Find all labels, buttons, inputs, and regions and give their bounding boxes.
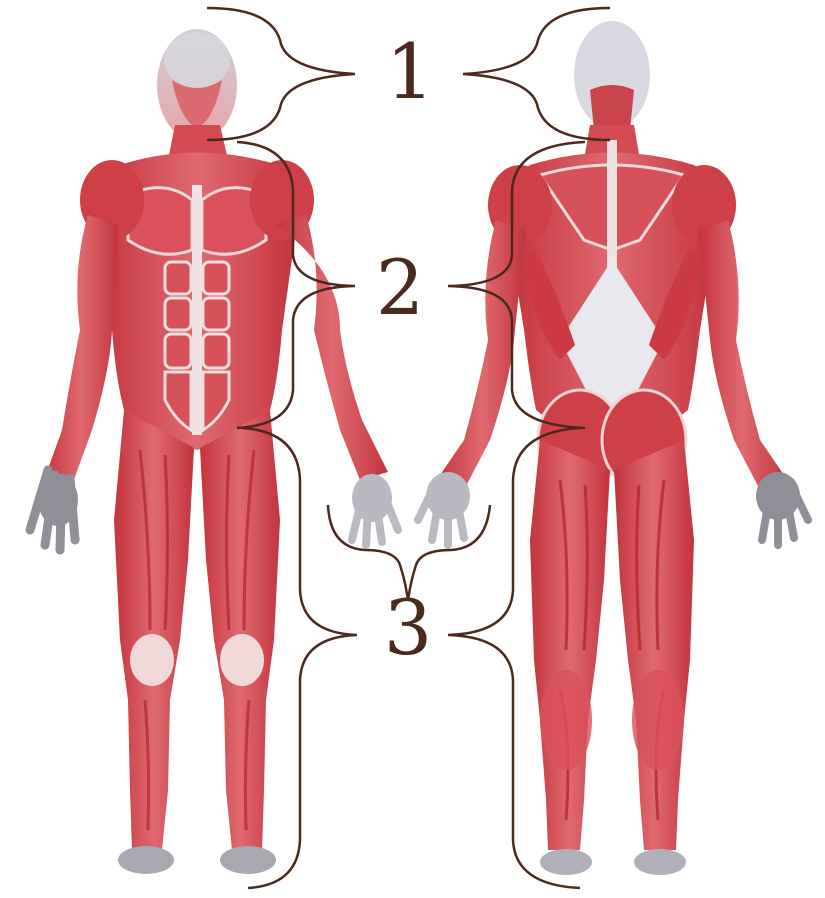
region-label-2: 2 bbox=[376, 250, 424, 326]
front-left-arm bbox=[44, 215, 118, 485]
back-right-foot bbox=[634, 849, 686, 875]
region-label-1: 1 bbox=[386, 34, 434, 110]
back-figure bbox=[418, 21, 808, 875]
back-left-foot bbox=[540, 849, 592, 875]
front-right-foot bbox=[220, 846, 276, 874]
front-left-foot bbox=[118, 846, 174, 874]
front-left-hand bbox=[38, 474, 78, 526]
region-label-3: 3 bbox=[384, 590, 432, 666]
back-right-arm bbox=[698, 220, 786, 486]
front-right-leg bbox=[200, 410, 280, 850]
front-figure bbox=[30, 29, 398, 874]
back-right-leg bbox=[614, 440, 694, 850]
front-left-leg bbox=[114, 410, 194, 850]
back-left-leg bbox=[530, 440, 610, 850]
